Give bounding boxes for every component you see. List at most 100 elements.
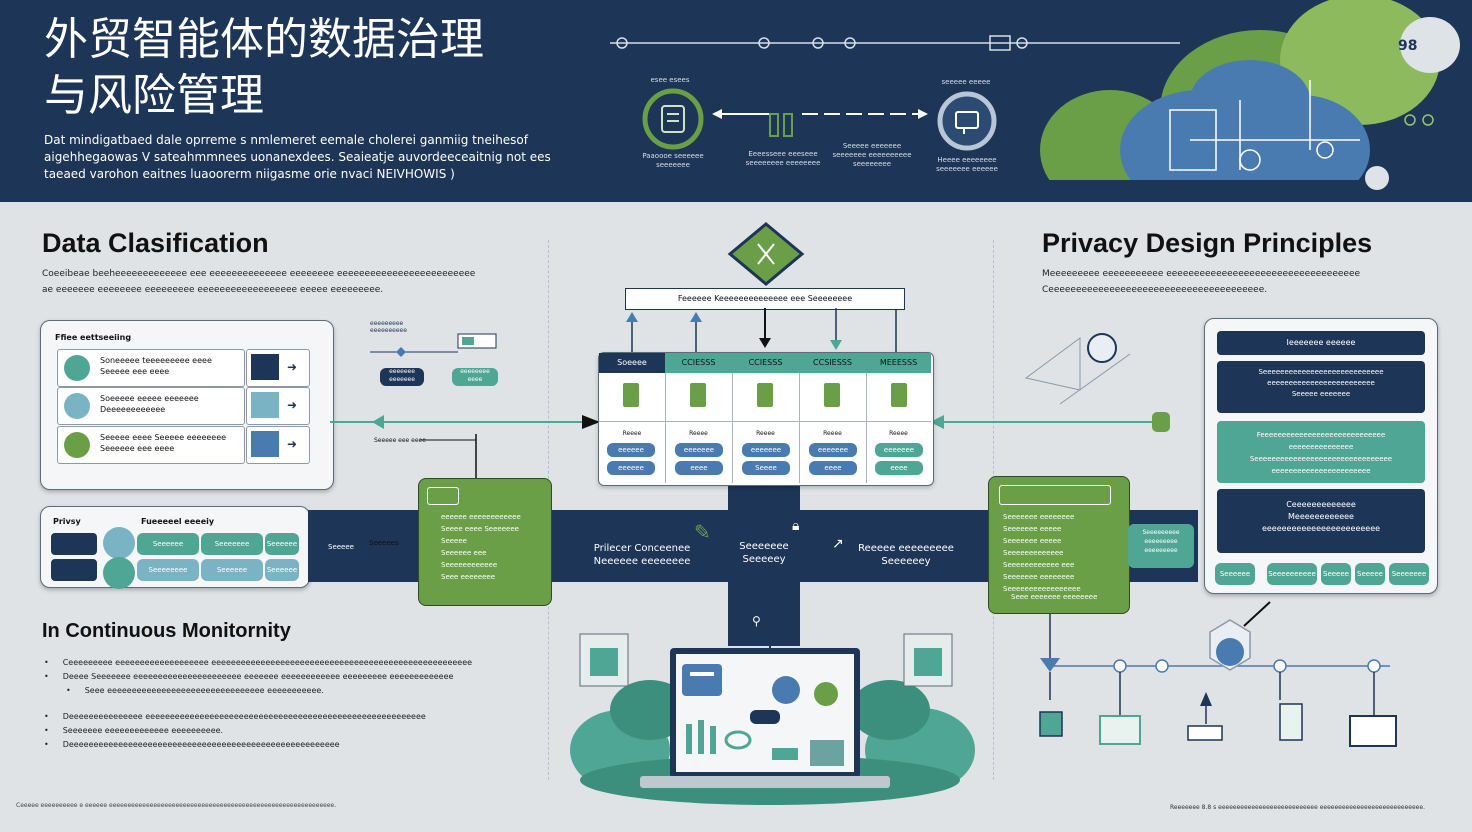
cloud-network-illustration: [1040, 0, 1472, 202]
privacy-pill[interactable]: Seeeeee: [265, 533, 299, 555]
list-item: Seeeeeee eeeeeeee: [1003, 573, 1075, 581]
classification-row[interactable]: Soneeeee teeeeeeeee eeee Seeeee eee eeee: [57, 349, 245, 387]
right-network: [1039, 601, 1397, 747]
privacy-pill[interactable]: Seeeeee: [137, 533, 199, 555]
table-pill[interactable]: eeee: [675, 461, 723, 475]
monitoring-list: Ceeeeeeeee eeeeeeeeeeeeeeeeeee eeeeeeeee…: [44, 656, 534, 752]
tag-icon: [623, 383, 639, 407]
table-pill[interactable]: eeeeee: [607, 443, 655, 457]
table-pill[interactable]: eeeeeee: [742, 443, 790, 457]
data-classification-title: Data Clasification: [42, 228, 269, 258]
grid-icon: [251, 354, 279, 380]
table-pill[interactable]: eeeeee: [607, 461, 655, 475]
principle-card[interactable]: Ieeeeeee eeeeee: [1217, 331, 1425, 355]
badge-chip: 98: [1398, 38, 1418, 54]
table-pill[interactable]: eeeeeee: [875, 443, 923, 457]
hero-node-1-label: Paaoooe seeeeee seeeeeee: [642, 152, 704, 169]
row-line-1: Soneeeee teeeeeeeee eeee: [100, 356, 212, 365]
principle-pill[interactable]: Seeeeeee: [1389, 563, 1429, 585]
float-tag-b: eeeeeeee eeee: [452, 368, 498, 386]
principle-pill[interactable]: Seeeee: [1321, 563, 1351, 585]
principle-pill[interactable]: Seeeee: [1355, 563, 1385, 585]
row-preview[interactable]: ➜: [246, 426, 310, 464]
principle-card[interactable]: Feeeeeeeeeeeeeeeeeeeeeeeeeeeee eeeeeeeee…: [1217, 421, 1425, 483]
elbow-connector: [420, 434, 477, 480]
row-line-2: Seeeeee eee eeee: [100, 444, 175, 453]
hero-node-4-top: seeeee eeeee: [941, 78, 991, 86]
green-panel-list: eeeeee eeeeeeeeeeee Seeee eeee Seeeeeee …: [441, 511, 521, 583]
page-title: 外贸智能体的数据治理 与风险管理: [44, 14, 484, 121]
list-item-sub: Seee eeeeeeeeeeeeeeeeeeeeeeeeeeeeeeee ee…: [84, 686, 324, 695]
list-item-continuation: Seee eeeeeeeeeeeeeeeeeeeeeeeeeeeeeeee ee…: [44, 684, 534, 698]
row-preview[interactable]: ➜: [246, 349, 310, 387]
right-flow-line: [930, 412, 1170, 432]
list-item: Seeeeeeeeeeeee: [1003, 549, 1064, 557]
table-pill[interactable]: eeee: [875, 461, 923, 475]
list-item: Seeeeeee eeeee: [1003, 537, 1062, 545]
list-item: Seeee eeee Seeeeeee: [441, 525, 519, 533]
row-line-2: Deeeeeeeeeeee: [100, 405, 166, 414]
classification-row[interactable]: Seeeee eeee Seeeee eeeeeeee Seeeeee eee …: [57, 426, 245, 464]
privacy-design-desc: Meeeeeeeee eeeeeeeeeee eeeeeeeeeeeeeeeee…: [1042, 269, 1361, 295]
table-col-divider: [799, 373, 800, 483]
principle-pill[interactable]: Seeeeee: [1215, 563, 1255, 585]
privacy-icon-a[interactable]: [51, 533, 97, 555]
privacy-pill[interactable]: Seeeeeee: [201, 533, 263, 555]
principle-card[interactable]: Ceeeeeeeeeeeee Meeeeeeeeeeee eeeeeeeeeee…: [1217, 489, 1425, 553]
lock-icon: 🔒︎: [792, 518, 800, 534]
table-pill[interactable]: Seeee: [742, 461, 790, 475]
hero-description: Dat mindigatbaed dale oprreme s nmlemere…: [44, 133, 551, 181]
footer-left: Ceeeee eeeeeeeeee e eeeeee eeeeeeeeeeeee…: [16, 802, 337, 809]
timeline-connector: [610, 35, 1180, 51]
banner-arrows: [626, 308, 897, 354]
privacy-pill[interactable]: Seeeeeeee: [137, 559, 199, 581]
list-item: Seeeeee eee: [441, 549, 487, 557]
row-line-1: Seeeee eeee Seeeee eeeeeeee: [100, 433, 227, 442]
grid-icon: [251, 392, 279, 418]
cloud-icon: [103, 527, 135, 559]
measures-green-panel: Seeeeeee eeeeeeee Seeeeeee eeeee Seeeeee…: [988, 476, 1130, 614]
hexagon-badge: [727, 222, 805, 286]
screen-icon: [999, 485, 1111, 505]
privacy-pill[interactable]: Seeeeee: [265, 559, 299, 581]
table-cell-label: Reeee: [622, 430, 642, 437]
right-sketch: [1024, 333, 1131, 405]
table-pill[interactable]: eeee: [809, 461, 857, 475]
band-label-right: Reeeee eeeeeeeee Seeeeeey: [858, 543, 954, 567]
table-cell-label: Reeee: [823, 430, 842, 437]
table-header: MEEESSS: [866, 353, 931, 373]
list-item: Deeeeeeeeeeeeeeeeeeeeeeeeeeeeeeeeeeeeeee…: [44, 738, 534, 752]
tag-icon: [690, 383, 706, 407]
right-connector-tag: Seeeeeeeee eeeeeeeee eeeeeeeee: [1128, 524, 1194, 568]
principle-card[interactable]: Seeeeeeeeeeeeeeeeeeeeeeeeeeee eeeeeeeeee…: [1217, 361, 1425, 413]
table-col-divider: [866, 373, 867, 483]
table-cell-label: Reeee: [689, 430, 708, 437]
cursor-icon: ↗: [832, 536, 844, 552]
file-settings-panel: Ffiee eettseeiing Soneeeee teeeeeeeee ee…: [40, 320, 334, 490]
table-cell-label: Reeee: [889, 430, 908, 437]
central-vertical-band: [728, 476, 800, 646]
privacy-icon-b[interactable]: [51, 559, 97, 581]
data-classification-desc: Coeeibeae beeheeeeeeeeeeeee eee eeeeeeee…: [42, 269, 476, 295]
hero-node-4-icon: [937, 91, 997, 151]
list-item: Seeeeeeeeeeee eee: [1003, 561, 1075, 569]
document-icon: [427, 487, 459, 505]
list-item: Deeeeeeeeeeeeeee eeeeeeeeeeeeeeeeeeeeeee…: [44, 710, 534, 724]
tag-icon: [757, 383, 773, 407]
arrow-icon: ➜: [287, 437, 298, 451]
controls-green-panel: Seeeees eeeeee eeeeeeeeeeee Seeee eeee S…: [369, 478, 552, 606]
row-preview[interactable]: ➜: [246, 387, 310, 425]
list-item: Deeee Seeeeeee eeeeeeeeeeeeeeeeeeeeee ee…: [44, 670, 534, 684]
classification-row[interactable]: Soeeeee eeeee eeeeeee Deeeeeeeeeeee: [57, 387, 245, 425]
privacy-label: Privsy: [53, 517, 81, 526]
footer-right: Reeeeeee 8.8 s eeeeeeeeeeeeeeeeeeeeeeeee…: [1170, 804, 1425, 811]
table-header: Soeeee: [599, 353, 665, 373]
classification-table: Soeeee CCIESSS CCIESSS CCSIESSS MEEESSS …: [598, 352, 934, 486]
principle-pill[interactable]: Seeeeeeeeee: [1267, 563, 1317, 585]
table-pill[interactable]: eeeeeee: [809, 443, 857, 457]
link-icon: [64, 355, 90, 381]
measures-list: Seeeeeee eeeeeeee Seeeeeee eeeee Seeeeee…: [1003, 511, 1081, 595]
privacy-pill[interactable]: Seeeeee: [201, 559, 263, 581]
table-pill[interactable]: eeeeeee: [675, 443, 723, 457]
privacy-design-title: Privacy Design Principles: [1042, 228, 1373, 258]
